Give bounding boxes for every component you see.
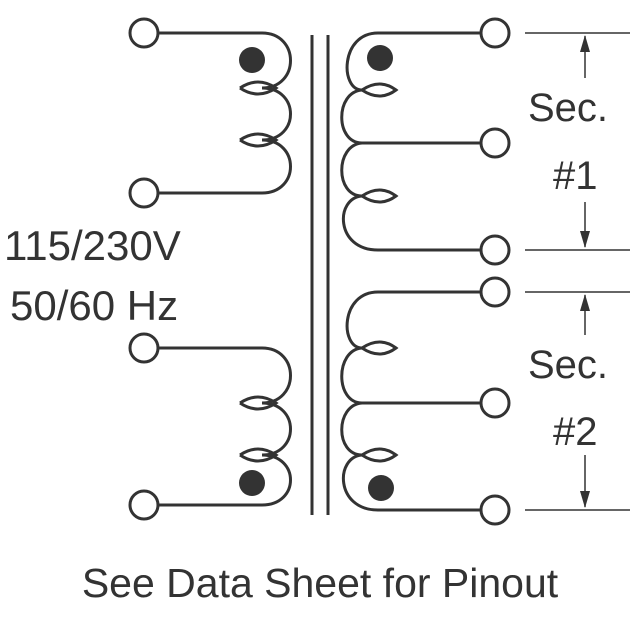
terminal-secondary-3 (479, 234, 511, 266)
secondary-winding-1 (340, 31, 481, 252)
polarity-dot-primary-1 (239, 47, 265, 73)
arrowheads (580, 35, 590, 508)
terminal-secondary-6 (479, 494, 511, 526)
secondary-1-label: Sec. (528, 86, 609, 130)
polarity-dot-primary-2 (239, 470, 265, 496)
secondary-winding-2 (340, 290, 481, 512)
terminal-secondary-1 (479, 17, 511, 49)
primary-voltage-label: 115/230V (4, 222, 181, 269)
footer-note: See Data Sheet for Pinout (81, 560, 559, 606)
primary-winding-1 (158, 31, 292, 195)
terminal-primary-3 (128, 332, 160, 364)
primary-winding-2 (158, 346, 292, 507)
polarity-dot-secondary-1 (367, 45, 393, 71)
terminal-primary-4 (128, 489, 160, 521)
primary-frequency-label: 50/60 Hz (10, 282, 179, 329)
terminal-secondary-4 (479, 276, 511, 308)
secondary-1-number: #1 (553, 154, 598, 198)
secondary-2-label: Sec. (528, 343, 609, 387)
secondary-2-number: #2 (553, 410, 598, 454)
terminal-secondary-5 (479, 387, 511, 419)
polarity-dot-secondary-2 (368, 475, 394, 501)
terminal-primary-2 (128, 177, 160, 209)
terminal-primary-1 (128, 17, 160, 49)
terminal-secondary-2 (479, 127, 511, 159)
